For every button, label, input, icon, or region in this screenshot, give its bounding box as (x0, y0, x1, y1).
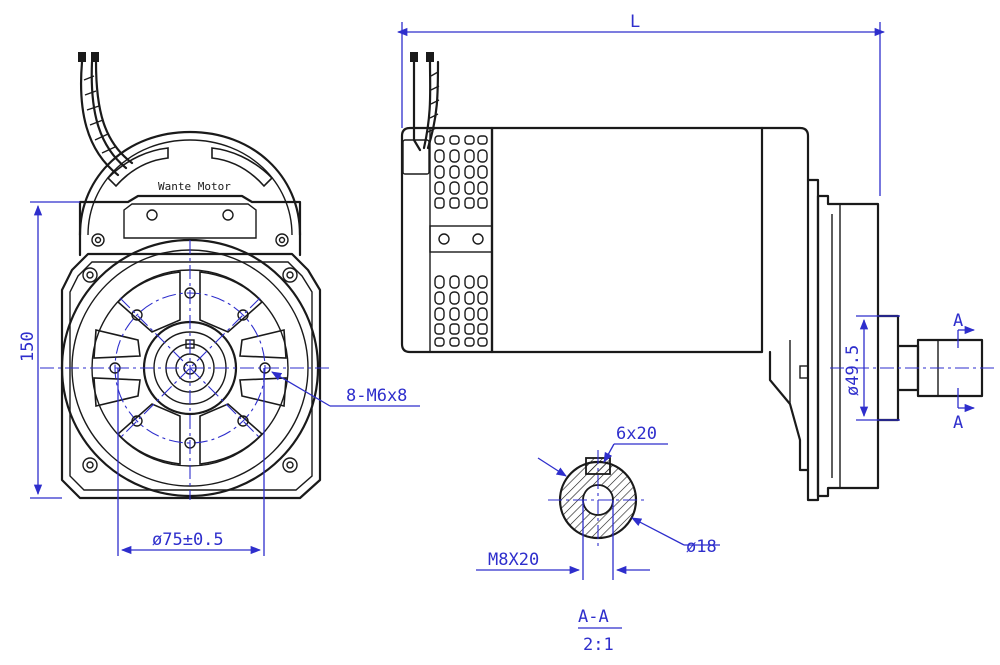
flange-body (60, 252, 322, 500)
brand-label: Wante Motor (158, 180, 231, 193)
section-mark-bottom: A (953, 413, 963, 433)
length-dimension: L (396, 12, 886, 196)
section-title-label: A-A (578, 607, 609, 627)
section-view (548, 450, 648, 550)
gearbox (806, 178, 820, 502)
height-dimension: 150 (18, 201, 80, 499)
side-lead-wires (402, 52, 440, 175)
bolt-circle-label: ø75±0.5 (152, 530, 224, 550)
section-mark-top: A (953, 311, 963, 331)
height-label: 150 (18, 331, 38, 362)
front-lead-wires (78, 52, 134, 177)
front-view: Wante Motor (40, 52, 330, 500)
vent-slots (434, 135, 488, 347)
bolt-circle-dimension: ø75±0.5 (117, 368, 265, 556)
key-leader: 6x20 (603, 424, 668, 463)
flange-diameter-dimension: ø49.5 (843, 315, 900, 421)
flange-diameter-label: ø49.5 (843, 345, 863, 396)
shaft-diameter-label: ø18 (686, 537, 717, 557)
thread-dimension: M8X20 (476, 500, 650, 580)
section-marker: A A (953, 311, 976, 433)
section-pointer (537, 457, 567, 477)
length-label: L (630, 12, 640, 32)
motor-body (490, 126, 764, 354)
side-view (400, 52, 996, 502)
end-cap (78, 130, 302, 237)
housing-windows (93, 271, 287, 465)
key-label: 6x20 (616, 424, 657, 444)
mounting-holes-label: 8-M6x8 (346, 386, 407, 406)
section-scale-label: 2:1 (583, 635, 614, 655)
shaft-diameter-leader: ø18 (631, 517, 720, 557)
mounting-holes-leader: 8-M6x8 (271, 371, 420, 407)
thread-label: M8X20 (488, 550, 539, 570)
section-title: A-A 2:1 (578, 607, 622, 655)
